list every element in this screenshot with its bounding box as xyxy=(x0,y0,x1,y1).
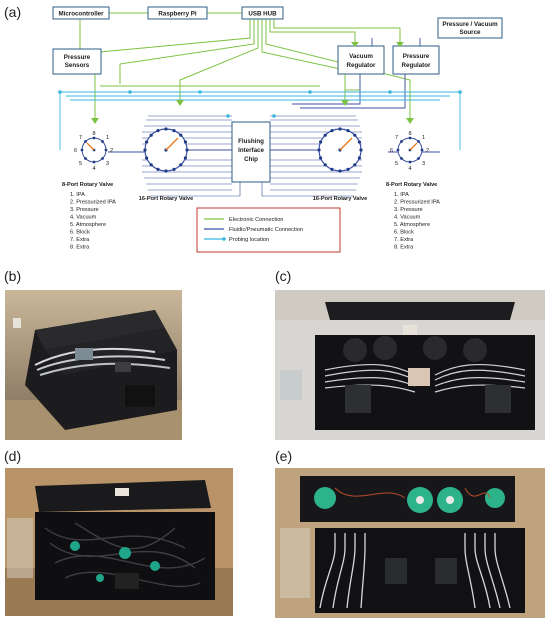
box-microcontroller: Microcontroller xyxy=(52,6,110,20)
photo-b-closed-enclosure xyxy=(5,290,182,440)
left-list-item-4: 4. Vacuum xyxy=(70,215,97,221)
right-list-item-7: 7. Extra xyxy=(394,237,414,243)
r8-port-4: 4 xyxy=(408,166,411,172)
box-pressure-sensors: Pressure Sensors xyxy=(52,48,102,75)
chip-label-2: Interface xyxy=(238,147,264,154)
sixteen-port-valve-right: 16-Port Rotary Valve xyxy=(313,127,367,202)
flow-arrows xyxy=(91,42,414,124)
tubing-bundle-left xyxy=(142,115,241,197)
eight-port-valve-right: 8 1 2 3 4 5 6 7 xyxy=(390,131,429,172)
fluidic-connections xyxy=(108,38,440,153)
left-port-list: 8-Port Rotary Valve 1. IPA 2. Pressurize… xyxy=(62,182,116,251)
panel-label-d: (d) xyxy=(4,448,22,464)
pressure-sensors-label-1: Pressure xyxy=(64,54,91,61)
panel-label-e: (e) xyxy=(275,448,293,464)
l8-port-1: 1 xyxy=(106,135,109,141)
legend-fluidic: Fluidic/Pneumatic Connection xyxy=(229,227,303,233)
right-port-list: 8-Port Rotary Valve 1. IPA 2. Pressurize… xyxy=(386,182,440,251)
box-pressure-regulator: Pressure Regulator xyxy=(392,45,440,75)
left-list-title: 8-Port Rotary Valve xyxy=(62,182,113,188)
r8-port-6: 6 xyxy=(390,148,393,154)
box-pressure-vacuum-source: Pressure / Vacuum Source xyxy=(437,17,503,39)
r8-port-8: 8 xyxy=(408,131,411,137)
pv-source-label-1: Pressure / Vacuum xyxy=(442,21,498,28)
r8-port-2: 2 xyxy=(426,148,429,154)
legend: Electronic Connection Fluidic/Pneumatic … xyxy=(196,207,341,253)
left-list-item-7: 7. Extra xyxy=(70,237,90,243)
l8-port-3: 3 xyxy=(106,161,109,167)
chip-label-3: Chip xyxy=(244,156,258,163)
probing-lines xyxy=(59,91,461,150)
photo-d-open-internal-wiring xyxy=(5,468,233,616)
photo-e-valves-and-tubing xyxy=(275,468,545,618)
right-list-item-6: 6. Block xyxy=(394,230,414,236)
l8-port-4: 4 xyxy=(92,166,95,172)
sixteen-port-valve-left: 16-Port Rotary Valve xyxy=(139,127,193,202)
pv-source-label-2: Source xyxy=(460,29,482,36)
box-vacuum-regulator: Vacuum Regulator xyxy=(337,45,385,75)
microcontroller-label: Microcontroller xyxy=(58,11,104,18)
right-list-item-3: 3. Pressure xyxy=(394,207,423,213)
left-list-item-5: 5. Atmosphere xyxy=(70,222,106,228)
left-list-item-3: 3. Pressure xyxy=(70,207,99,213)
r8-port-3: 3 xyxy=(422,161,425,167)
right-list-item-2: 2. Pressurized IPA xyxy=(394,200,440,206)
panel-label-c: (c) xyxy=(275,268,292,284)
vacuum-regulator-label-2: Regulator xyxy=(347,62,376,69)
raspberry-pi-label: Raspberry Pi xyxy=(158,11,196,18)
right-list-item-5: 5. Atmosphere xyxy=(394,222,430,228)
tubing-bundle-right xyxy=(261,115,362,197)
pressure-regulator-label-2: Regulator xyxy=(402,62,431,69)
panel-label-a: (a) xyxy=(4,4,22,20)
l8-port-2: 2 xyxy=(110,148,113,154)
l8-port-7: 7 xyxy=(79,135,82,141)
box-usb-hub: USB HUB xyxy=(241,6,284,20)
l8-port-5: 5 xyxy=(79,161,82,167)
left-list-item-8: 8. Extra xyxy=(70,245,90,251)
vacuum-regulator-label-1: Vacuum xyxy=(349,53,373,60)
chip-label-1: Flushing xyxy=(238,138,264,145)
pressure-sensors-label-2: Sensors xyxy=(65,62,90,69)
right16-label: 16-Port Rotary Valve xyxy=(313,196,367,202)
pressure-regulator-label-1: Pressure xyxy=(403,53,430,60)
eight-port-valve-left: 8 1 2 3 4 5 6 7 xyxy=(74,131,113,172)
l8-port-6: 6 xyxy=(74,148,77,154)
legend-probing: Probing location xyxy=(229,237,269,243)
usb-hub-label: USB HUB xyxy=(248,11,277,18)
left-list-item-2: 2. Pressurized IPA xyxy=(70,200,116,206)
r8-port-7: 7 xyxy=(395,135,398,141)
left-list-item-6: 6. Block xyxy=(70,230,90,236)
left16-label: 16-Port Rotary Valve xyxy=(139,196,193,202)
photo-c-open-top-view xyxy=(275,290,545,440)
system-schematic: Microcontroller Raspberry Pi USB HUB Pre… xyxy=(52,6,503,253)
r8-port-5: 5 xyxy=(395,161,398,167)
panel-label-b: (b) xyxy=(4,268,22,284)
l8-port-8: 8 xyxy=(92,131,95,137)
right-list-item-1: 1. IPA xyxy=(394,192,409,198)
legend-electronic: Electronic Connection xyxy=(229,217,283,223)
right-list-title: 8-Port Rotary Valve xyxy=(386,182,437,188)
right-list-item-4: 4. Vacuum xyxy=(394,215,421,221)
right-list-item-8: 8. Extra xyxy=(394,245,414,251)
box-raspberry-pi: Raspberry Pi xyxy=(147,6,208,20)
flushing-interface-chip: Flushing Interface Chip xyxy=(231,121,271,183)
r8-port-1: 1 xyxy=(422,135,425,141)
probing-points xyxy=(58,90,462,118)
left-list-item-1: 1. IPA xyxy=(70,192,85,198)
